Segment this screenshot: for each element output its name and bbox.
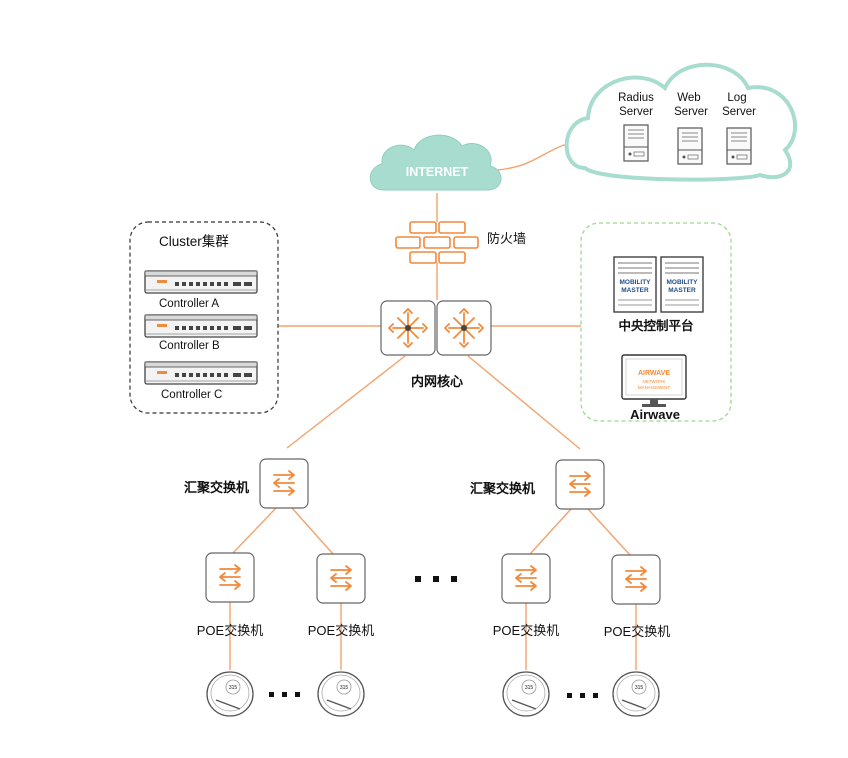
ap-model: 315 [229, 685, 238, 691]
ap-model: 315 [635, 685, 644, 691]
link-agg-right-to-poe-3 [529, 508, 572, 555]
mobility-master-card-line2: MASTER [668, 287, 696, 294]
firewall-label: 防火墙 [487, 231, 526, 246]
controller-b-icon [144, 314, 258, 338]
access-point-1: 315 [206, 671, 254, 717]
server-icon [726, 127, 752, 165]
link-core-to-agg-left [286, 355, 406, 449]
core-switch: 内网核心 [380, 300, 492, 389]
access-point-3: 315 [502, 671, 550, 717]
server-icon [677, 127, 703, 165]
switch-arrows-icon [219, 564, 241, 590]
poe-switch-4: POE交换机 [604, 554, 670, 639]
access-point-icon [612, 671, 660, 717]
controller-c-label: Controller C [161, 389, 222, 401]
radius-server-label-line1: Radius [618, 92, 654, 104]
poe-switch-1: POE交换机 [197, 552, 263, 638]
poe-switch-3: POE交换机 [493, 553, 559, 638]
link-agg-left-to-poe-1 [232, 507, 277, 554]
switch-arrows-icon [515, 565, 537, 591]
log-server-label-line1: Log [727, 92, 746, 104]
core-label: 内网核心 [411, 374, 463, 389]
web-server: Web Server [674, 92, 708, 165]
log-server: Log Server [722, 92, 756, 165]
management-group: MOBILITY MASTER MOBILITY MASTER 中央控制平台 A… [580, 222, 732, 422]
airwave-screen-sub2: MANAGEMENT [638, 385, 671, 390]
poe-switch-label: POE交换机 [308, 623, 374, 638]
airwave-monitor: AIRWAVE NETWORK MANAGEMENT [621, 354, 687, 407]
controller-a-icon [144, 270, 258, 294]
mobility-master-card-line1: MOBILITY [666, 279, 698, 286]
controller-cluster: Cluster集群 Controller A Controller B Cont… [129, 221, 279, 414]
poe-switch-2: POE交换机 [308, 553, 374, 638]
web-server-label-line1: Web [677, 92, 700, 104]
ap-model: 315 [340, 685, 349, 691]
links [229, 139, 637, 670]
ellipsis-more-aps-left [269, 692, 300, 697]
firewall: 防火墙 [395, 221, 526, 264]
airwave-label: Airwave [630, 407, 680, 422]
management-group-frame [580, 222, 732, 422]
switch-arrows-icon [569, 471, 591, 497]
ap-model: 315 [525, 685, 534, 691]
controller-a-label: Controller A [159, 298, 219, 310]
radius-server-label-line2: Server [619, 106, 653, 118]
mobility-master-card-line2: MASTER [621, 287, 649, 294]
radius-server: Radius Server [618, 92, 654, 162]
access-point-icon [317, 671, 365, 717]
cluster-group-frame [129, 221, 279, 414]
poe-switch-label: POE交换机 [604, 624, 670, 639]
ellipsis-more-switches [415, 576, 457, 582]
aggregation-right-label: 汇聚交换机 [470, 481, 535, 496]
aggregation-switch-right: 汇聚交换机 [470, 459, 605, 510]
access-point-2: 315 [317, 671, 365, 717]
server-icon [623, 124, 649, 162]
poe-switch-label: POE交换机 [493, 623, 559, 638]
web-server-label-line2: Server [674, 106, 708, 118]
access-point-4: 315 [612, 671, 660, 717]
access-point-icon [502, 671, 550, 717]
controller-b-label: Controller B [159, 340, 220, 352]
log-server-label-line2: Server [722, 106, 756, 118]
mobility-master-label: 中央控制平台 [618, 318, 693, 333]
ellipsis-more-aps-right [567, 693, 598, 698]
access-point-icon [206, 671, 254, 717]
cluster-title: Cluster集群 [159, 234, 229, 249]
internet-cloud: INTERNET [369, 134, 502, 191]
airwave-screen-title: AIRWAVE [638, 370, 670, 377]
link-agg-right-to-poe-4 [587, 508, 631, 556]
internet-cloud-icon [369, 134, 502, 191]
mobility-master-left: MOBILITY MASTER [613, 256, 657, 313]
internet-label: INTERNET [406, 165, 469, 179]
mobility-master-card-line1: MOBILITY [619, 279, 651, 286]
switch-arrows-icon [273, 470, 295, 496]
aggregation-left-label: 汇聚交换机 [184, 480, 249, 495]
switch-arrows-icon [330, 565, 352, 591]
controller-c-icon [144, 361, 258, 385]
mobility-master-right: MOBILITY MASTER [660, 256, 704, 313]
switch-arrows-icon [625, 566, 647, 592]
aggregation-switch-left: 汇聚交换机 [184, 458, 309, 509]
firewall-brick-icon [395, 221, 479, 264]
link-agg-left-to-poe-2 [291, 507, 334, 555]
server-cloud: Radius Server Web Server Log Server [564, 62, 797, 182]
link-core-to-agg-right [467, 355, 581, 450]
poe-switch-label: POE交换机 [197, 623, 263, 638]
airwave-screen-sub1: NETWORK [643, 379, 666, 384]
